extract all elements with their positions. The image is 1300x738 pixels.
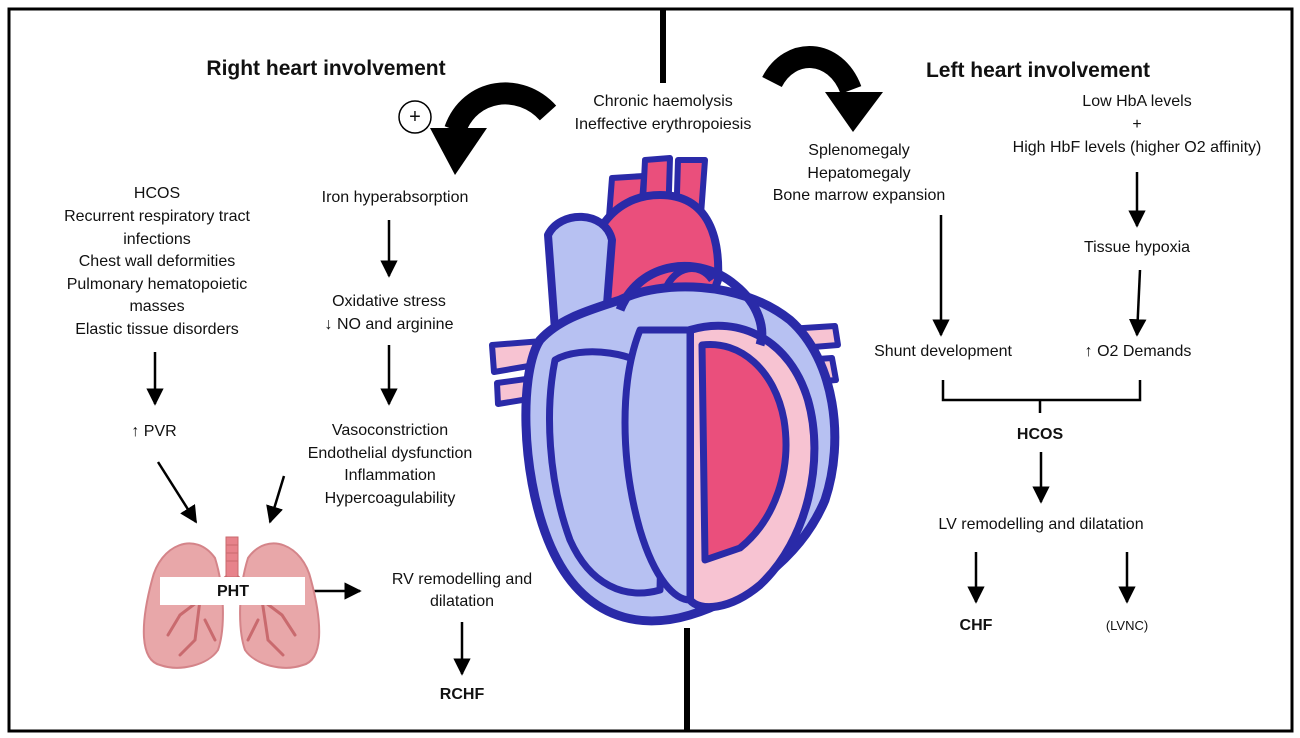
pvr-label: ↑ PVR — [131, 421, 176, 443]
hb-line-1: Low HbA levels — [1082, 91, 1191, 113]
lvnc-label: (LVNC) — [1106, 615, 1148, 637]
pht-label: PHT — [217, 581, 249, 603]
hypoxia-label: Tissue hypoxia — [1084, 237, 1190, 259]
cause-line-3: infections — [123, 229, 191, 251]
center-top-line-2: Ineffective erythropoiesis — [575, 114, 752, 136]
vaso-line-4: Hypercoagulability — [325, 488, 456, 510]
cause-line-7: Elastic tissue disorders — [75, 319, 239, 341]
o2-demands-label: ↑ O2 Demands — [1085, 341, 1192, 363]
right-heart-title: Right heart involvement — [206, 58, 445, 80]
cause-line-4: Chest wall deformities — [79, 251, 236, 273]
vaso-line-1: Vasoconstriction — [332, 420, 448, 442]
vaso-line-2: Endothelial dysfunction — [308, 443, 473, 465]
center-top-line-1: Chronic haemolysis — [593, 91, 733, 113]
iron-label: Iron hyperabsorption — [322, 187, 469, 209]
arrow-hypoxia-o2 — [1137, 270, 1140, 335]
chf-label: CHF — [960, 615, 993, 637]
cause-line-1: HCOS — [134, 183, 180, 205]
oxidative-line-1: Oxidative stress — [332, 291, 446, 313]
organ-line-1: Splenomegaly — [808, 140, 909, 162]
organ-line-3: Bone marrow expansion — [773, 185, 946, 207]
rv-line-1: RV remodelling and — [392, 569, 532, 591]
left-heart-title: Left heart involvement — [926, 60, 1150, 82]
rv-line-2: dilatation — [430, 591, 494, 613]
arrow-pvr-pht — [158, 462, 196, 522]
heart-illustration — [492, 158, 838, 621]
hcos-label: HCOS — [1017, 424, 1063, 446]
cause-line-5: Pulmonary hematopoietic — [67, 274, 248, 296]
hb-line-3: High HbF levels (higher O2 affinity) — [1013, 137, 1262, 159]
plus-sign: + — [409, 106, 421, 128]
organ-line-2: Hepatomegaly — [807, 163, 910, 185]
vaso-line-3: Inflammation — [344, 465, 436, 487]
hb-line-2: + — [1132, 114, 1141, 136]
arrow-vaso-pht — [270, 476, 284, 522]
cause-line-2: Recurrent respiratory tract — [64, 206, 250, 228]
curved-arrow-left — [430, 93, 548, 175]
shunt-label: Shunt development — [874, 341, 1012, 363]
lv-label: LV remodelling and dilatation — [938, 514, 1143, 536]
curved-arrow-right — [772, 57, 883, 132]
oxidative-line-2: ↓ NO and arginine — [325, 314, 454, 336]
cause-line-6: masses — [129, 296, 184, 318]
rchf-label: RCHF — [440, 684, 484, 706]
bracket-hcos — [943, 380, 1140, 413]
